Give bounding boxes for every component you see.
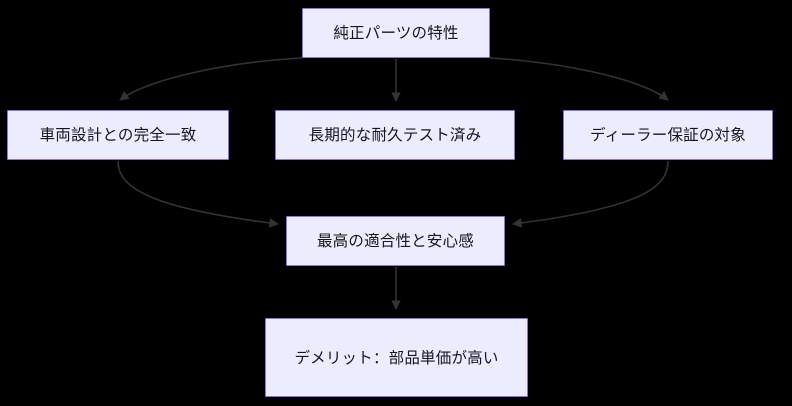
node-best-fit-label: 最高の適合性と安心感 — [316, 232, 474, 250]
edge-vehicle-match-to-best-fit — [117, 160, 279, 228]
node-dealer-warranty[interactable]: ディーラー保証の対象 — [563, 110, 773, 160]
edge-oem-to-dealer-warranty — [489, 57, 669, 101]
edge-dealer-warranty-to-best-fit — [512, 160, 669, 228]
node-vehicle-match[interactable]: 車両設計との完全一致 — [7, 110, 229, 160]
node-demerit-label: デメリット：部品単価が高い — [294, 348, 499, 367]
node-demerit[interactable]: デメリット：部品単価が高い — [265, 318, 528, 397]
node-oem-traits[interactable]: 純正パーツの特性 — [302, 8, 490, 58]
node-durability-label: 長期的な耐久テスト済み — [308, 126, 482, 144]
node-oem-traits-label: 純正パーツの特性 — [333, 24, 459, 42]
node-durability[interactable]: 長期的な耐久テスト済み — [275, 110, 515, 160]
node-dealer-warranty-label: ディーラー保証の対象 — [590, 126, 746, 144]
edge-oem-to-vehicle-match — [119, 57, 303, 101]
node-best-fit[interactable]: 最高の適合性と安心感 — [286, 216, 505, 266]
node-vehicle-match-label: 車両設計との完全一致 — [39, 126, 197, 144]
